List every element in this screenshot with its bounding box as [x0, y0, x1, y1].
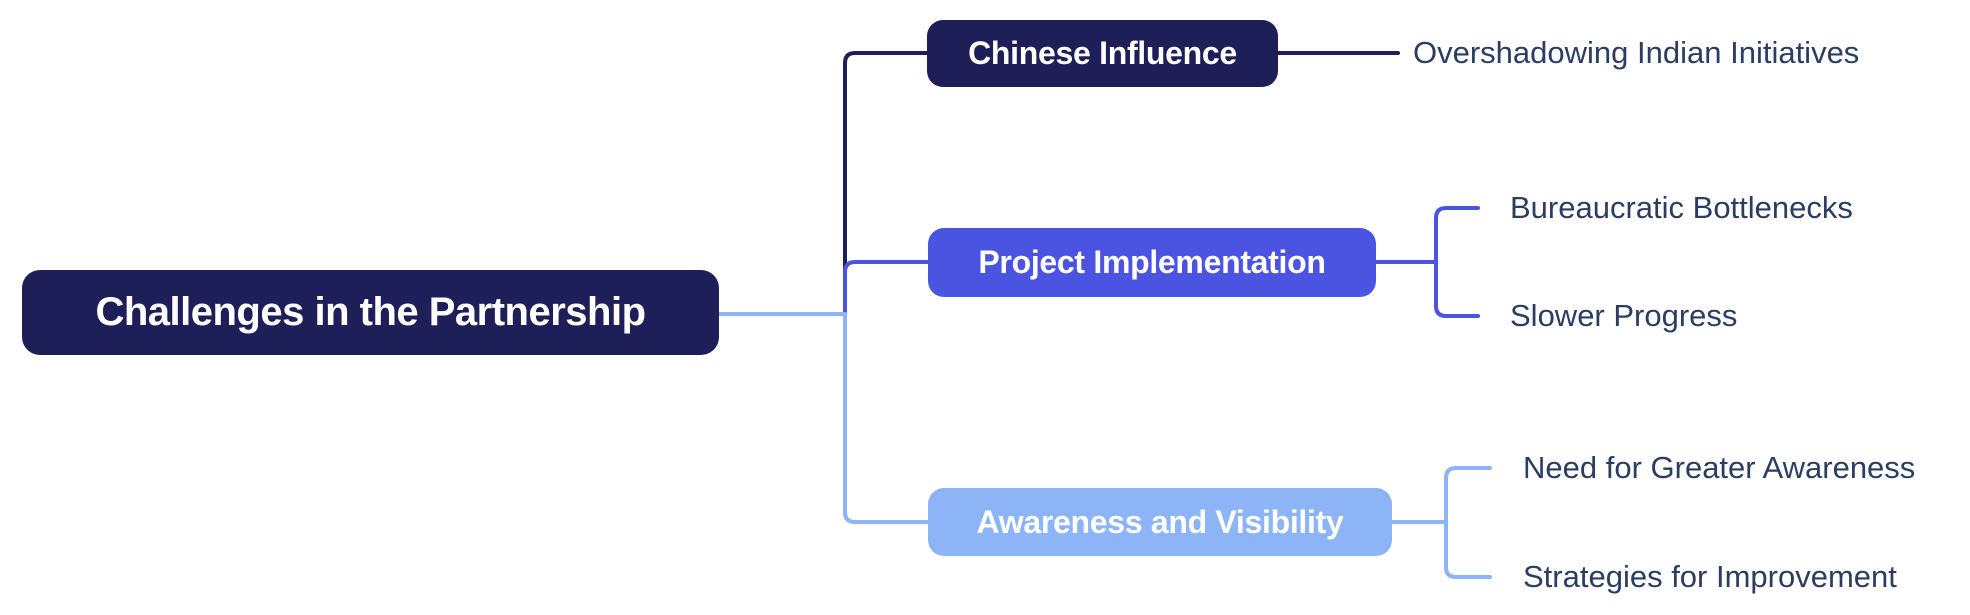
connector-leaf-line-strategies	[1444, 520, 1492, 579]
branch-node-label: Project Implementation	[978, 244, 1326, 280]
branch-connector-chinese-influence	[843, 51, 1400, 316]
leaf-label-overshadowing-indian-initiatives[interactable]: Overshadowing Indian Initiatives	[1413, 35, 1860, 70]
leaf-label-need-for-greater-awareness[interactable]: Need for Greater Awareness	[1523, 450, 1916, 485]
branch-node-chinese-influence[interactable]: Chinese Influence	[927, 20, 1278, 87]
connector-leaf-line-slower-progress	[1434, 260, 1480, 318]
connector-leaf-line-bureaucratic	[1434, 206, 1480, 264]
connector-trunk-project-implementation	[843, 260, 930, 316]
leaf-label-bureaucratic-bottlenecks[interactable]: Bureaucratic Bottlenecks	[1510, 190, 1853, 225]
leaf-label-strategies-for-improvement[interactable]: Strategies for Improvement	[1523, 559, 1897, 594]
root-node-label: Challenges in the Partnership	[95, 290, 646, 334]
connector-trunk-chinese-influence	[843, 51, 929, 316]
branch-connector-project-implementation	[843, 206, 1480, 318]
connector-leaf-line-need-awareness	[1444, 466, 1492, 524]
branch-node-label: Awareness and Visibility	[976, 503, 1344, 540]
branch-connector-awareness-visibility	[717, 312, 1492, 579]
root-node-challenges-in-the-partnership[interactable]: Challenges in the Partnership	[22, 270, 719, 355]
branch-node-project-implementation[interactable]: Project Implementation	[928, 228, 1376, 297]
branch-node-awareness-and-visibility[interactable]: Awareness and Visibility	[928, 488, 1392, 556]
connector-trunk-awareness-visibility	[843, 312, 930, 524]
branch-node-label: Chinese Influence	[968, 35, 1237, 71]
leaf-label-slower-progress[interactable]: Slower Progress	[1510, 298, 1738, 333]
